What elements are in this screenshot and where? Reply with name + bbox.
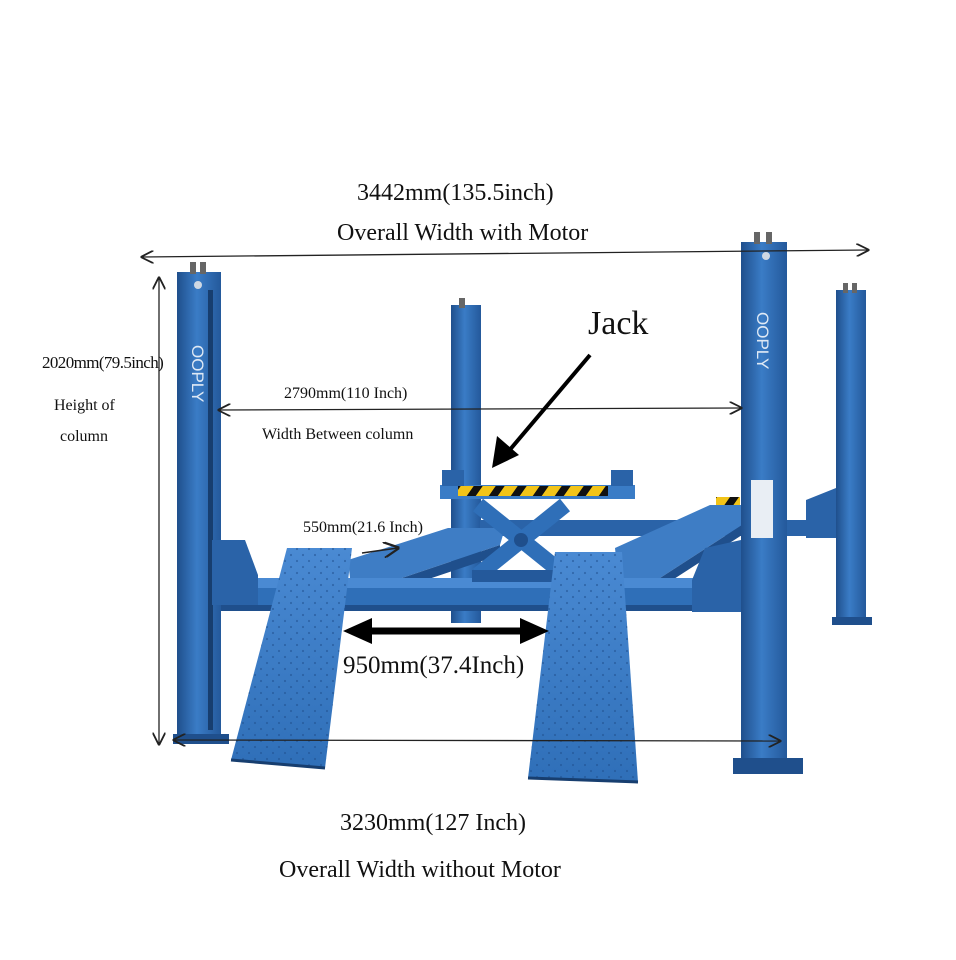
column-logo: OOPLY xyxy=(753,312,772,369)
between-column-value: 2790mm(110 Inch) xyxy=(284,385,408,402)
warning-label xyxy=(751,480,773,538)
between-column-label: Width Between column xyxy=(262,426,414,443)
jack-label: Jack xyxy=(588,305,649,342)
overall-with-motor-dimension-line xyxy=(142,250,868,257)
ramp-gap-value: 950mm(37.4Inch) xyxy=(343,652,525,679)
between-column-dimension-line xyxy=(219,408,741,410)
platform-width-value: 550mm(21.6 Inch) xyxy=(303,519,423,536)
jack-assembly xyxy=(440,470,635,582)
column-logo: OOPLY xyxy=(188,345,207,402)
column-height-label-line2: column xyxy=(60,428,108,445)
right-ramp xyxy=(527,552,639,784)
overall-without-motor-dimension-line xyxy=(174,740,780,741)
front-left-column: OOPLY xyxy=(173,262,258,744)
overall-with-motor-value: 3442mm(135.5inch) xyxy=(357,180,554,206)
left-ramp xyxy=(230,548,352,770)
rear-right-column xyxy=(806,283,872,625)
overall-without-motor-label: Overall Width without Motor xyxy=(279,857,561,883)
front-right-column: OOPLY xyxy=(692,232,803,774)
overall-without-motor-value: 3230mm(127 Inch) xyxy=(340,810,526,836)
column-height-value: 2020mm(79.5inch) xyxy=(42,353,164,372)
overall-with-motor-label: Overall Width with Motor xyxy=(337,220,589,246)
column-height-label-line1: Height of xyxy=(54,397,115,414)
platform-width-pointer xyxy=(361,548,398,553)
ramp-gap-arrow xyxy=(343,618,549,644)
jack-pointer-arrow xyxy=(492,353,592,468)
